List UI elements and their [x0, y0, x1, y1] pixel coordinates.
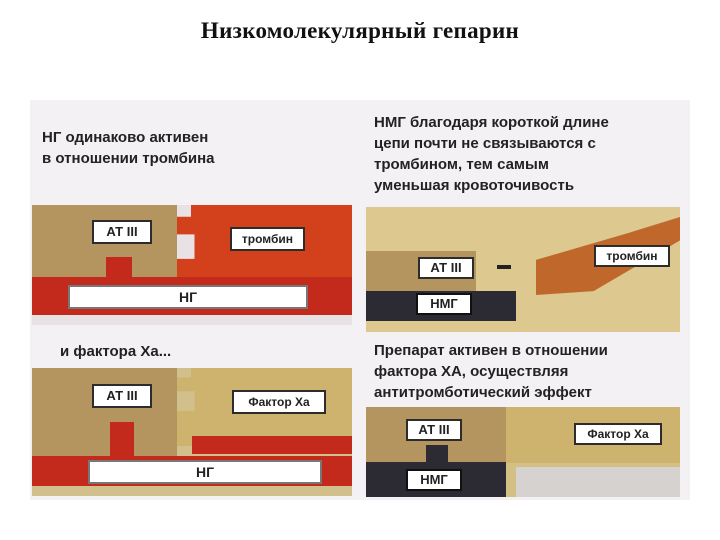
- binding-knob: [426, 445, 448, 467]
- at-iii-label: АТ III: [406, 419, 462, 441]
- at-iii-block: [32, 368, 177, 460]
- at-iii-label: АТ III: [418, 257, 474, 279]
- at-iii-label: АТ III: [92, 220, 152, 244]
- heparin-chain-bar: НГ: [68, 285, 308, 309]
- lmwh-label: НМГ: [406, 469, 462, 491]
- panel-heparin-factor-xa: АТ III Фактор Ха НГ: [32, 368, 352, 496]
- red-strip: [192, 436, 352, 454]
- binding-knob: [106, 257, 132, 281]
- factor-xa-label: Фактор Ха: [232, 390, 326, 414]
- factor-xa-label: Фактор Ха: [574, 423, 662, 445]
- caption-top-left: НГ одинаково активен в отношении тромбин…: [42, 129, 215, 167]
- lmwh-label: НМГ: [416, 293, 472, 315]
- panel-heparin-thrombin: АТ III тромбин НГ: [32, 205, 352, 325]
- caption-top-right: НМГ благодаря короткой длине цепи почти …: [374, 114, 609, 194]
- slide-title: Низкомолекулярный гепарин: [200, 18, 520, 43]
- gap-dash: [497, 265, 511, 269]
- grey-strip: [516, 467, 680, 497]
- thrombin-label: тромбин: [594, 245, 670, 267]
- panel-lmwh-factor-xa: АТ III Фактор Ха НМГ: [366, 407, 680, 497]
- figure: НГ одинаково активен в отношении тромбин…: [30, 100, 690, 500]
- panel-lmwh-thrombin: АТ III тромбин НМГ: [366, 207, 680, 332]
- at-iii-label: АТ III: [92, 384, 152, 408]
- heparin-chain-bar: НГ: [88, 460, 322, 484]
- caption-middle-left: и фактора Ха...: [60, 343, 172, 360]
- caption-middle-right: Препарат активен в отношении фактора ХА,…: [374, 342, 608, 401]
- thrombin-label: тромбин: [230, 227, 305, 251]
- binding-knob: [110, 422, 134, 458]
